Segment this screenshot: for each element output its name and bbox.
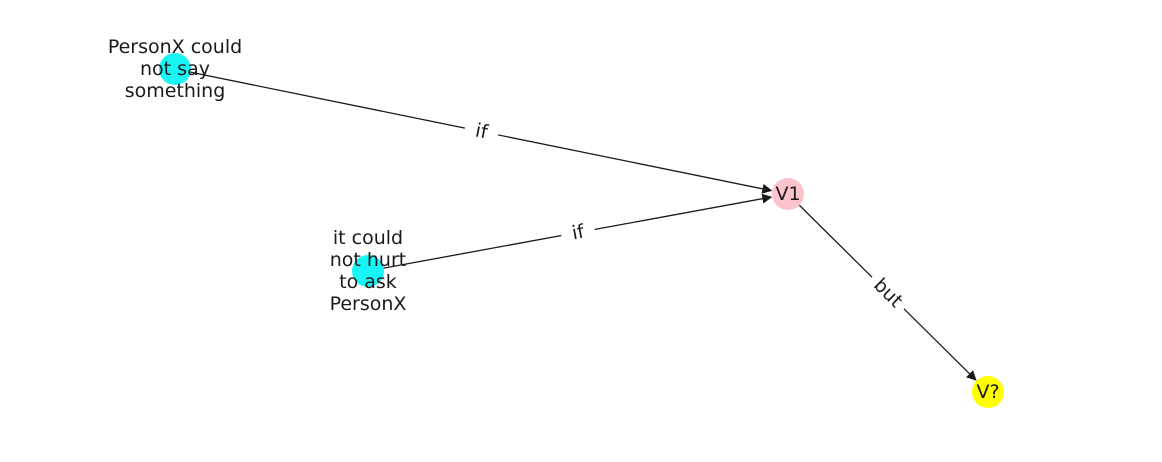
node-label-line: V? <box>976 381 999 403</box>
node-label-v2: V? <box>976 381 999 403</box>
node-label-line: V1 <box>775 183 800 205</box>
node-label-line: not hurt <box>330 249 407 271</box>
edge-label-group: if <box>462 116 501 147</box>
edge-label-background <box>863 268 913 318</box>
edge-label-background <box>462 116 501 147</box>
node-label-line: something <box>125 80 226 102</box>
node-label-v1: V1 <box>775 183 800 205</box>
node-label-line: not say <box>140 58 210 80</box>
node-label-line: to ask <box>339 271 397 293</box>
node-n2 <box>352 255 384 287</box>
edge-label-background <box>559 217 597 248</box>
nodes-layer <box>159 53 1004 408</box>
edge-label: if <box>570 220 587 244</box>
node-label-line: PersonX could <box>108 36 242 58</box>
edge-label-group: if <box>559 217 597 248</box>
node-n1 <box>159 53 191 85</box>
node-v1 <box>772 178 804 210</box>
node-label-line: it could <box>333 227 403 249</box>
node-v2 <box>972 376 1004 408</box>
node-label-line: PersonX <box>330 293 407 315</box>
